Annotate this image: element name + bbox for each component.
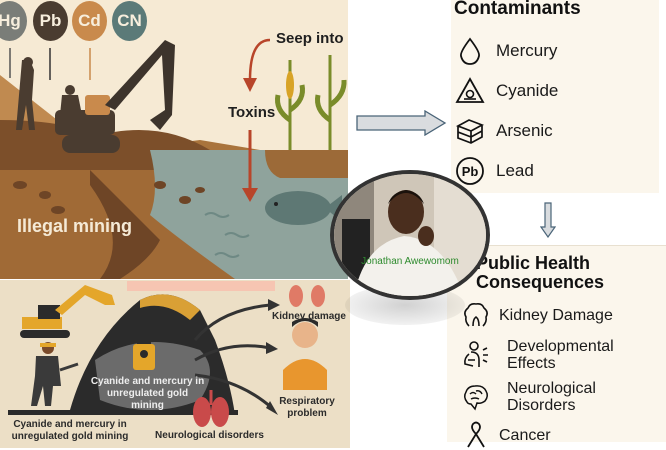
mining-scene-graphic — [0, 38, 348, 279]
illegal-mining-label: Illegal mining — [17, 216, 133, 236]
gold-mining-health-illustration: Cyanide and mercury in unregulated gold … — [0, 280, 350, 448]
contaminant-label: Lead — [496, 161, 534, 180]
center-toxin-label: Cyanide and mercury in unregulated gold … — [90, 376, 205, 411]
contaminant-label: Mercury — [496, 41, 558, 60]
chemical-badge-hg: Hg — [0, 1, 27, 41]
seep-label: Seep into r — [276, 30, 348, 47]
health-title-line2: Consequences — [476, 272, 605, 292]
contaminant-item-arsenic: Arsenic — [455, 116, 553, 146]
mining-contamination-illustration: Hg Pb Cd CN Seep into r Toxins Illegal m… — [0, 0, 348, 279]
chemical-badge-cd: Cd — [72, 1, 107, 41]
health-item-kidney: Kidney Damage — [461, 300, 613, 330]
health-label-line2: Effects — [507, 355, 556, 372]
health-label-line2: Disorders — [507, 397, 576, 414]
down-arrow — [540, 202, 556, 238]
hazard-triangle-icon — [455, 77, 485, 103]
contaminants-title: Contaminants — [454, 0, 581, 19]
respiratory-problem-label: Respiratory problem — [279, 396, 335, 419]
box-icon — [455, 119, 485, 144]
drop-icon — [460, 37, 480, 65]
contaminant-label: Arsenic — [496, 121, 553, 140]
health-label: Cancer — [499, 426, 551, 444]
chemical-badge-pb: Pb — [33, 1, 68, 41]
health-title-line1: Public Health — [476, 253, 591, 273]
portrait-photo — [334, 174, 486, 296]
contaminant-item-mercury: Mercury — [455, 36, 557, 66]
author-name: Jonathan Awewomom — [361, 256, 459, 267]
author-portrait: Jonathan Awewomom — [330, 170, 490, 300]
caption-label: Cyanide and mercury in unregulated gold … — [11, 419, 129, 442]
health-label: Kidney Damage — [499, 306, 613, 324]
chemical-badge-cn: CN — [112, 1, 147, 41]
health-label-line1: Neurological — [507, 380, 596, 397]
toxins-label: Toxins — [228, 104, 276, 121]
contaminant-item-cyanide: Cyanide — [455, 76, 558, 106]
right-arrow — [356, 110, 447, 136]
neurological-disorders-label: Neurological disorders — [155, 430, 264, 441]
contaminants-panel: Contaminants Mercury Cyanide Arsenic Pb … — [451, 0, 659, 193]
contaminant-label: Cyanide — [496, 81, 559, 100]
child-icon — [464, 341, 488, 367]
kidney-damage-label: Kidney damage — [272, 311, 346, 322]
health-item-cancer: Cancer — [461, 420, 551, 450]
brain-icon — [463, 385, 489, 411]
gold-mining-graphic — [8, 281, 327, 427]
ribbon-icon — [467, 421, 485, 448]
kidney-icon — [464, 303, 488, 327]
health-label-line1: Developmental — [507, 338, 614, 355]
